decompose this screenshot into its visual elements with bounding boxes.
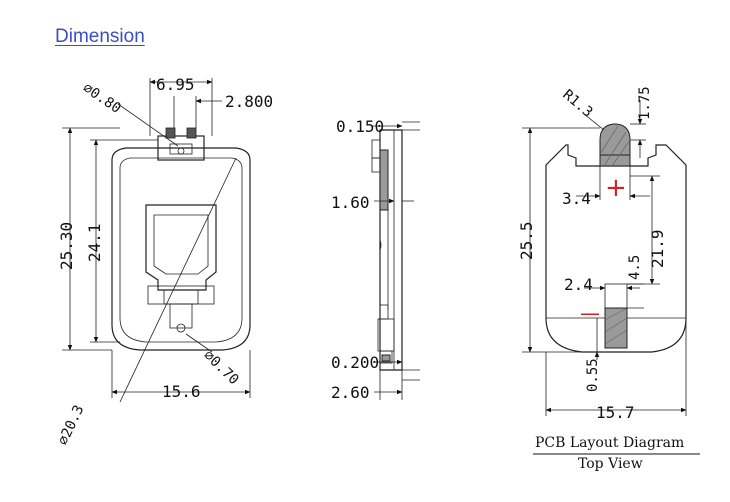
pcb-view: + — R1.3 1.75 3.4 (517, 86, 700, 472)
negative-polarity-icon: — (580, 301, 600, 325)
negative-pad-height-label: 4.5 (627, 255, 643, 280)
pad-width-label: 3.4 (562, 189, 591, 208)
side-view: 0.150 1.60 0.200 2.60 (331, 117, 420, 402)
radius-label: R1.3 (559, 87, 595, 121)
tab-width-label: 2.800 (225, 92, 273, 111)
total-thickness-label: 2.60 (331, 383, 370, 402)
tab-height-label: 1.75 (637, 86, 653, 120)
caption-subtitle: Top View (578, 456, 643, 472)
top-width-label: 6.95 (156, 75, 195, 94)
pad-offset-label: 21.9 (648, 229, 667, 268)
body-thickness-label: 1.60 (331, 193, 370, 212)
hole-diameter-label: ∅0.80 (80, 80, 124, 117)
bottom-gap-label: 0.55 (585, 358, 601, 392)
contact-diameter-label: ∅0.70 (200, 347, 241, 388)
page-heading[interactable]: Dimension (55, 26, 145, 47)
front-view: 6.95 2.800 ∅0.80 25.30 24.1 15.6 ∅0.70 ∅… (55, 75, 273, 448)
outer-height-label: 25.30 (57, 222, 76, 270)
bottom-thickness-label: 0.200 (331, 353, 379, 372)
pcb-width-label: 15.7 (596, 403, 635, 422)
inner-height-label: 24.1 (85, 223, 104, 262)
caption-title: PCB Layout Diagram (535, 435, 684, 451)
bottom-width-label: 15.6 (162, 382, 201, 401)
negative-pad-width-label: 2.4 (564, 275, 593, 294)
positive-polarity-icon: + (605, 173, 627, 203)
circle-diameter-label: ∅20.3 (55, 403, 87, 448)
top-thickness-label: 0.150 (336, 117, 384, 136)
pcb-height-label: 25.5 (517, 221, 536, 260)
